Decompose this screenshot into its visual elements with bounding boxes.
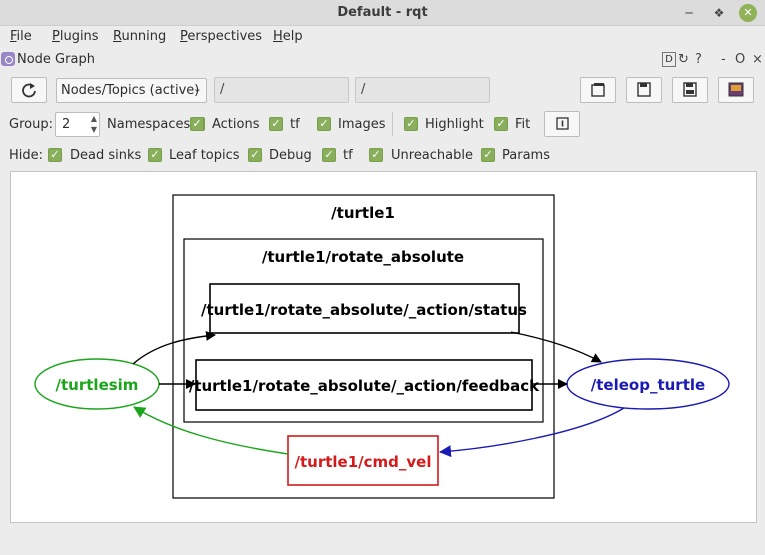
debug-label: Debug [269, 148, 312, 163]
tf-option-checkbox[interactable]: ✓ [269, 117, 283, 131]
namespace-filter-input[interactable]: / [214, 77, 349, 103]
highlight-label: Highlight [425, 117, 484, 132]
graph-mode-select[interactable]: Nodes/Topics (active) ⌄ [56, 78, 207, 103]
reload-icon[interactable]: ↻ [678, 52, 689, 67]
params-checkbox[interactable]: ✓ [481, 148, 495, 162]
edge-teleop-cmdvel [439, 407, 625, 458]
open-file-icon [591, 83, 605, 97]
load-dot-button[interactable] [580, 77, 616, 103]
menu-file[interactable]: File [10, 29, 32, 44]
chevron-up-icon[interactable]: ▲ [90, 114, 97, 123]
restore-window-button[interactable]: ❖ [713, 6, 725, 20]
fit-view-icon [556, 117, 569, 130]
tf-hide-label: tf [343, 148, 353, 163]
minimize-window-button[interactable]: ─ [685, 6, 693, 20]
dock-title: Node Graph [17, 52, 95, 67]
edge-turtlesim-status [132, 330, 216, 365]
cluster-rotate-absolute [183, 238, 544, 423]
dead-sinks-label: Dead sinks [70, 148, 142, 163]
options-separator [392, 112, 393, 136]
debug-toggle-button[interactable]: D [662, 52, 676, 67]
refresh-graph-button[interactable] [11, 77, 47, 103]
menu-bar: File Plugins Running Perspectives Help [0, 26, 765, 48]
save-image-button[interactable] [718, 77, 754, 103]
topic-feedback[interactable] [195, 359, 533, 411]
dead-sinks-checkbox[interactable]: ✓ [48, 148, 62, 162]
help-button[interactable]: ? [695, 52, 702, 67]
hide-row: Hide: Dead sinks Leaf topics Debug tf Un… [0, 143, 765, 167]
params-label: Params [502, 148, 550, 163]
topic-feedback-label: /turtle1/rotate_absolute/_action/feedbac… [189, 377, 540, 395]
debug-checkbox[interactable]: ✓ [248, 148, 262, 162]
menu-perspectives[interactable]: Perspectives [180, 29, 263, 44]
node-graph: /turtle1 /turtle1/rotate_absolute /turtl… [34, 194, 730, 499]
menu-running[interactable]: Running [113, 29, 167, 44]
dock-minimize-button[interactable]: - [721, 52, 726, 67]
dock-float-button[interactable]: O [735, 52, 746, 67]
topic-cmd-vel-label: /turtle1/cmd_vel [295, 453, 432, 471]
fit-label: Fit [515, 117, 531, 132]
group-label: Group: [9, 117, 53, 132]
actions-label: Actions [212, 117, 260, 132]
refresh-icon [22, 83, 36, 98]
graph-mode-value: Nodes/Topics (active) [61, 83, 200, 98]
save-dot-button[interactable] [626, 77, 662, 103]
close-window-button[interactable]: ✕ [739, 4, 757, 22]
cluster-turtle1 [172, 194, 555, 499]
tf-hide-checkbox[interactable]: ✓ [322, 148, 336, 162]
group-value: 2 [62, 117, 71, 132]
topic-status-label: /turtle1/rotate_absolute/_action/status [201, 301, 527, 319]
topic-cmd-vel[interactable] [287, 435, 439, 486]
window-title: Default - rqt [337, 5, 428, 20]
unreachable-checkbox[interactable]: ✓ [369, 148, 383, 162]
window-titlebar: Default - rqt ─ ❖ ✕ [0, 0, 765, 26]
chevron-down-icon: ⌄ [192, 82, 202, 95]
tf-option-label: tf [290, 117, 300, 132]
unreachable-label: Unreachable [391, 148, 473, 163]
images-checkbox[interactable]: ✓ [317, 117, 331, 131]
save-svg-button[interactable] [672, 77, 708, 103]
dock-close-button[interactable]: × [752, 52, 763, 67]
edge-status-teleop [510, 331, 602, 363]
fit-checkbox[interactable]: ✓ [494, 117, 508, 131]
topic-filter-input[interactable]: / [355, 77, 490, 103]
namespaces-label: Namespaces [107, 117, 191, 132]
plugin-icon [1, 52, 15, 66]
images-label: Images [338, 117, 386, 132]
cluster-rotate-absolute-label: /turtle1/rotate_absolute [262, 248, 464, 266]
dock-titlebar: Node Graph D ↻ ? - O × [0, 49, 765, 71]
node-teleop-turtle-label: /teleop_turtle [591, 376, 705, 394]
node-turtlesim-label: /turtlesim [56, 376, 139, 394]
topic-status[interactable] [209, 283, 520, 334]
chevron-down-icon[interactable]: ▼ [90, 125, 97, 134]
leaf-topics-checkbox[interactable]: ✓ [148, 148, 162, 162]
highlight-checkbox[interactable]: ✓ [404, 117, 418, 131]
group-spinbox[interactable]: 2 ▲ ▼ [55, 112, 100, 137]
menu-plugins[interactable]: Plugins [52, 29, 99, 44]
namespaces-checkbox[interactable]: ✓ [190, 117, 204, 131]
image-icon [728, 82, 744, 97]
edge-cmdvel-turtlesim [133, 406, 289, 455]
leaf-topics-label: Leaf topics [169, 148, 240, 163]
menu-help[interactable]: Help [273, 29, 303, 44]
graph-canvas[interactable]: /turtle1 /turtle1/rotate_absolute /turtl… [10, 171, 757, 523]
save-icon [637, 82, 651, 97]
cluster-turtle1-label: /turtle1 [331, 204, 395, 222]
save-as-icon [683, 82, 697, 97]
fit-in-view-button[interactable] [544, 111, 580, 137]
options-row: Group: Namespaces Actions tf Images High… [0, 112, 765, 136]
hide-label: Hide: [9, 148, 44, 163]
